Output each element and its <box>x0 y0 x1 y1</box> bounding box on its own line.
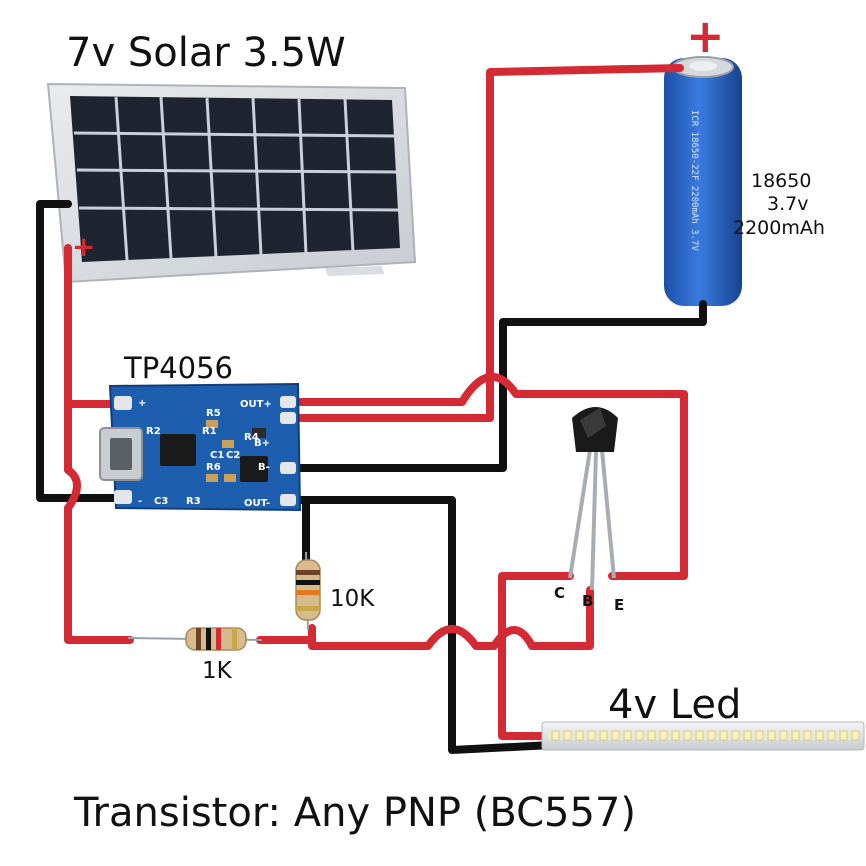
led-strip <box>541 721 865 751</box>
led-chip <box>623 730 632 741</box>
led-chip <box>707 730 716 741</box>
silk-c2: C2 <box>226 450 240 461</box>
wiring <box>36 64 707 754</box>
wire-solar-positive-to-1k <box>64 400 134 644</box>
transistor-pin-c: C <box>554 584 565 602</box>
led-label: 4v Led <box>608 682 741 728</box>
led-chip <box>743 730 752 741</box>
led-chip <box>767 730 776 741</box>
silk-r5: R5 <box>206 408 221 419</box>
pin-left-minus: - <box>138 496 142 507</box>
solar-label: 7v Solar 3.5W <box>66 30 346 76</box>
wire-solar-negative <box>36 200 122 502</box>
transistor-pin-e: E <box>614 596 624 614</box>
pin-out-minus: OUT- <box>244 498 270 509</box>
led-chip <box>587 730 596 741</box>
led-chip <box>839 730 848 741</box>
resistor-1k-label: 1K <box>202 658 233 684</box>
resistor-10k-label: 10K <box>330 586 375 612</box>
transistor-pnp: C B E <box>554 407 624 614</box>
pin-left-plus: + <box>138 398 146 409</box>
tp4056-module: OUT+ B+ B- OUT- + - R5 R1 R2 R6 R4 R3 C1… <box>99 382 302 512</box>
battery-18650: ICR 18650-22F 2200mAh 3.7V <box>664 56 742 306</box>
wire-battery-negative <box>288 300 707 472</box>
silk-r4: R4 <box>244 432 259 443</box>
battery-label-line2: 3.7v <box>767 193 808 215</box>
led-chip <box>755 730 764 741</box>
battery-plus-sign: + <box>686 9 725 63</box>
resistor-1k <box>127 627 263 651</box>
led-chip <box>695 730 704 741</box>
led-chip <box>719 730 728 741</box>
led-chip <box>551 730 560 741</box>
led-chip <box>683 730 692 741</box>
led-chip <box>635 730 644 741</box>
led-chip <box>575 730 584 741</box>
wire-10k-to-base <box>308 586 594 650</box>
silk-c3: C3 <box>154 496 168 507</box>
led-chip <box>827 730 836 741</box>
wire-collector-led <box>498 572 574 740</box>
led-chip <box>563 730 572 741</box>
wire-out-plus <box>288 373 688 580</box>
resistor-10k <box>295 551 321 631</box>
module-label: TP4056 <box>123 351 233 385</box>
pin-b-minus: B- <box>258 462 270 473</box>
pin-out-plus: OUT+ <box>240 399 272 410</box>
led-chip <box>611 730 620 741</box>
wire-out-minus <box>288 496 556 754</box>
transistor-note: Transistor: Any PNP (BC557) <box>73 790 636 836</box>
silk-r3: R3 <box>186 496 201 507</box>
battery-label-line1: 18650 <box>751 170 811 192</box>
solar-cells <box>73 96 399 261</box>
led-chip <box>731 730 740 741</box>
solar-plus-sign: + <box>72 230 95 263</box>
led-chip <box>791 730 800 741</box>
led-chips <box>551 730 860 741</box>
silk-r6: R6 <box>206 462 221 473</box>
silk-r2: R2 <box>146 426 161 437</box>
led-chip <box>803 730 812 741</box>
transistor-pin-b: B <box>582 592 593 610</box>
battery-label-line3: 2200mAh <box>733 217 825 239</box>
led-chip <box>815 730 824 741</box>
battery-print: ICR 18650-22F 2200mAh 3.7V <box>689 110 699 251</box>
pin-b-plus: B+ <box>254 438 270 449</box>
silk-r1: R1 <box>202 426 217 437</box>
led-chip <box>851 730 860 741</box>
led-chip <box>779 730 788 741</box>
led-chip <box>671 730 680 741</box>
silk-c1: C1 <box>210 450 224 461</box>
led-chip <box>599 730 608 741</box>
solar-panel <box>46 82 417 284</box>
wire-battery-positive <box>288 64 684 422</box>
led-chip <box>647 730 656 741</box>
led-chip <box>659 730 668 741</box>
